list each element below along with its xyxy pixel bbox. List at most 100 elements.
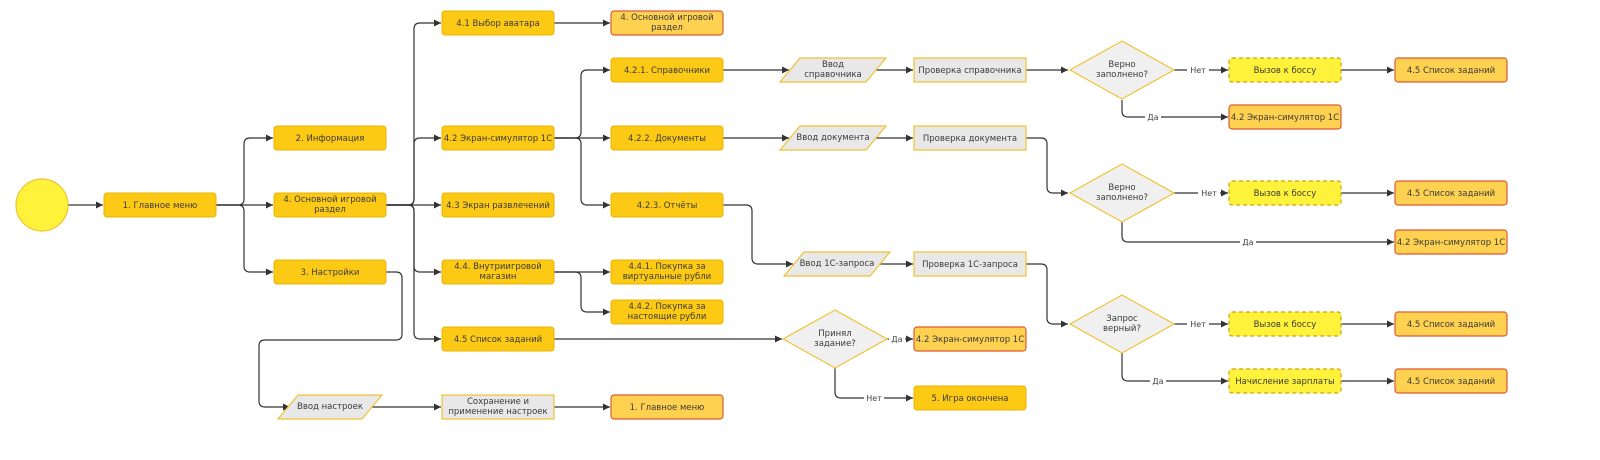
svg-text:Начисление зарплаты: Начисление зарплаты bbox=[1235, 377, 1334, 387]
node-sim-yes-1[interactable]: 4.2 Экран-симулятор 1С bbox=[1228, 104, 1342, 130]
node-label: Ввод 1С-запроса bbox=[799, 259, 875, 269]
node-game-section-2[interactable]: 4. Основной игровой раздел bbox=[610, 10, 724, 36]
node-label: Вызов к боссу bbox=[1254, 66, 1317, 76]
svg-text:4.5 Список заданий: 4.5 Список заданий bbox=[1407, 189, 1495, 199]
node-label: Ввод настроек bbox=[297, 402, 363, 412]
svg-text:4.2.1. Справочники: 4.2.1. Справочники bbox=[624, 66, 710, 76]
svg-text:4.2.3. Отчёты: 4.2.3. Отчёты bbox=[637, 201, 698, 211]
node-label: 4.5 Список заданий bbox=[1407, 377, 1495, 387]
edge-labels: Да Нет Нет Да Нет Да Нет Да bbox=[864, 64, 1256, 404]
edge-decdoc-sim bbox=[1121, 222, 1394, 246]
node-shop[interactable]: 4.4. Внутриигровой магазин bbox=[441, 259, 555, 285]
node-decision-doc[interactable]: Верно заполнено? bbox=[1068, 163, 1176, 223]
node-label: 2. Информация bbox=[296, 134, 365, 144]
node-references[interactable]: 4.2.1. Справочники bbox=[610, 57, 724, 83]
svg-text:Проверка документа: Проверка документа bbox=[923, 134, 1017, 144]
node-documents[interactable]: 4.2.2. Документы bbox=[610, 125, 724, 151]
edge-decquery-salary bbox=[1121, 353, 1228, 385]
svg-text:Вызов к боссу: Вызов к боссу bbox=[1254, 189, 1317, 199]
node-boss-1[interactable]: Вызов к боссу bbox=[1228, 57, 1342, 83]
node-boss-2[interactable]: Вызов к боссу bbox=[1228, 180, 1342, 206]
node-label: 4.3 Экран развлечений bbox=[446, 201, 550, 211]
node-entertainment[interactable]: 4.3 Экран развлечений bbox=[441, 192, 555, 218]
svg-text:4.5 Список заданий: 4.5 Список заданий bbox=[454, 335, 542, 345]
node-tasks[interactable]: 4.5 Список заданий bbox=[441, 326, 555, 352]
node-decision-ref[interactable]: Верно заполнено? bbox=[1068, 40, 1176, 100]
node-buy-real[interactable]: 4.4.2. Покупка за настоящие рубли bbox=[610, 299, 724, 325]
node-label: 1. Главное меню bbox=[123, 201, 198, 211]
node-decision-query[interactable]: Запрос верный? bbox=[1068, 294, 1176, 354]
node-main-menu-2[interactable]: 1. Главное меню bbox=[610, 394, 724, 420]
node-label: 1. Главное меню bbox=[630, 403, 705, 413]
node-reports[interactable]: 4.2.3. Отчёты bbox=[610, 192, 724, 218]
node-main-menu[interactable]: 1. Главное меню bbox=[103, 192, 217, 218]
node-info[interactable]: 2. Информация bbox=[273, 125, 387, 151]
edge-label-no: Нет bbox=[866, 394, 882, 403]
node-check-ref[interactable]: Проверка справочника bbox=[913, 57, 1027, 83]
node-doc-input[interactable]: Ввод документа bbox=[778, 125, 888, 151]
svg-text:2. Информация: 2. Информация bbox=[296, 134, 365, 144]
node-check-doc[interactable]: Проверка документа bbox=[913, 125, 1027, 151]
node-tasks-2[interactable]: 4.5 Список заданий bbox=[1394, 180, 1508, 206]
node-label: 4. Основной игровой раздел bbox=[620, 13, 714, 33]
node-label: 4.4. Внутриигровой магазин bbox=[454, 262, 542, 282]
node-boss-3[interactable]: Вызов к боссу bbox=[1228, 311, 1342, 337]
node-query-input[interactable]: Ввод 1С-запроса bbox=[782, 251, 892, 277]
svg-text:4.5 Список заданий: 4.5 Список заданий bbox=[1407, 66, 1495, 76]
edge-sim-reports bbox=[553, 137, 610, 209]
node-label: Ввод документа bbox=[796, 133, 870, 143]
node-label: 5. Игра окончена bbox=[931, 394, 1008, 404]
edge-label-no: Нет bbox=[1201, 189, 1217, 198]
edge-checkquery-dec bbox=[1026, 263, 1068, 328]
edge-label-yes: Да bbox=[1242, 238, 1253, 247]
node-label: 4.5 Список заданий bbox=[1407, 66, 1495, 76]
svg-text:4.5 Список заданий: 4.5 Список заданий bbox=[1407, 320, 1495, 330]
node-tasks-4[interactable]: 4.5 Список заданий bbox=[1394, 368, 1508, 394]
node-label: Проверка документа bbox=[923, 134, 1017, 144]
node-label: Запрос верный? bbox=[1103, 314, 1141, 334]
edge-game-sim bbox=[385, 134, 441, 206]
svg-text:Проверка 1С-запроса: Проверка 1С-запроса bbox=[922, 260, 1018, 270]
node-simulator[interactable]: 4.2 Экран-симулятор 1С bbox=[441, 125, 555, 151]
edge-game-avatar bbox=[385, 19, 441, 206]
node-save-settings[interactable]: Сохранение и применение настроек bbox=[441, 394, 555, 420]
node-tasks-3[interactable]: 4.5 Список заданий bbox=[1394, 311, 1508, 337]
svg-text:4.2 Экран-симулятор 1С: 4.2 Экран-симулятор 1С bbox=[1231, 113, 1339, 123]
node-label: 4.2.1. Справочники bbox=[624, 66, 710, 76]
node-game-over[interactable]: 5. Игра окончена bbox=[913, 385, 1027, 411]
node-label: Сохранение и применение настроек bbox=[448, 397, 548, 417]
node-salary[interactable]: Начисление зарплаты bbox=[1228, 368, 1342, 394]
node-accepted-decision[interactable]: Принял задание? bbox=[781, 309, 889, 369]
svg-text:Вызов к боссу: Вызов к боссу bbox=[1254, 320, 1317, 330]
node-ref-input[interactable]: Ввод справочника bbox=[778, 57, 888, 83]
node-settings-input[interactable]: Ввод настроек bbox=[276, 394, 384, 420]
edge-main-info bbox=[215, 134, 273, 206]
node-sim-yes-2[interactable]: 4.2 Экран-симулятор 1С bbox=[1394, 229, 1508, 255]
svg-text:Вызов к боссу: Вызов к боссу bbox=[1254, 66, 1317, 76]
edge-accepted-gameover bbox=[834, 368, 913, 402]
node-label: 4.5 Список заданий bbox=[1407, 189, 1495, 199]
svg-text:3. Настройки: 3. Настройки bbox=[301, 268, 360, 278]
node-buy-virtual[interactable]: 4.4.1. Покупка за виртуальные рубли bbox=[610, 259, 724, 285]
node-label: 4.1 Выбор аватара bbox=[456, 19, 540, 29]
node-check-query[interactable]: Проверка 1С-запроса bbox=[913, 251, 1027, 277]
node-avatar[interactable]: 4.1 Выбор аватара bbox=[441, 10, 555, 36]
node-simulator-accept[interactable]: 4.2 Экран-симулятор 1С bbox=[913, 326, 1027, 352]
node-tasks-1[interactable]: 4.5 Список заданий bbox=[1394, 57, 1508, 83]
svg-text:Проверка справочника: Проверка справочника bbox=[918, 66, 1021, 76]
node-settings[interactable]: 3. Настройки bbox=[273, 259, 387, 285]
edge-game-tasks bbox=[385, 204, 441, 343]
node-label: 4.2 Экран-симулятор 1С bbox=[1231, 113, 1339, 123]
svg-text:4.2 Экран-симулятор 1С: 4.2 Экран-симулятор 1С bbox=[1397, 238, 1505, 248]
svg-text:4.2 Экран-симулятор 1С: 4.2 Экран-симулятор 1С bbox=[444, 134, 552, 144]
node-label: 4. Основной игровой раздел bbox=[283, 195, 377, 215]
svg-text:5. Игра окончена: 5. Игра окончена bbox=[931, 394, 1008, 404]
node-game-section[interactable]: 4. Основной игровой раздел bbox=[273, 192, 387, 218]
node-label: Принял задание? bbox=[814, 329, 856, 349]
node-label: 4.2 Экран-симулятор 1С bbox=[916, 335, 1024, 345]
edge-settings-input bbox=[258, 271, 403, 411]
node-label: 4.2 Экран-симулятор 1С bbox=[444, 134, 552, 144]
start-node[interactable] bbox=[15, 178, 69, 232]
svg-text:4.2 Экран-симулятор 1С: 4.2 Экран-симулятор 1С bbox=[916, 335, 1024, 345]
edge-sim-refs bbox=[553, 66, 610, 139]
